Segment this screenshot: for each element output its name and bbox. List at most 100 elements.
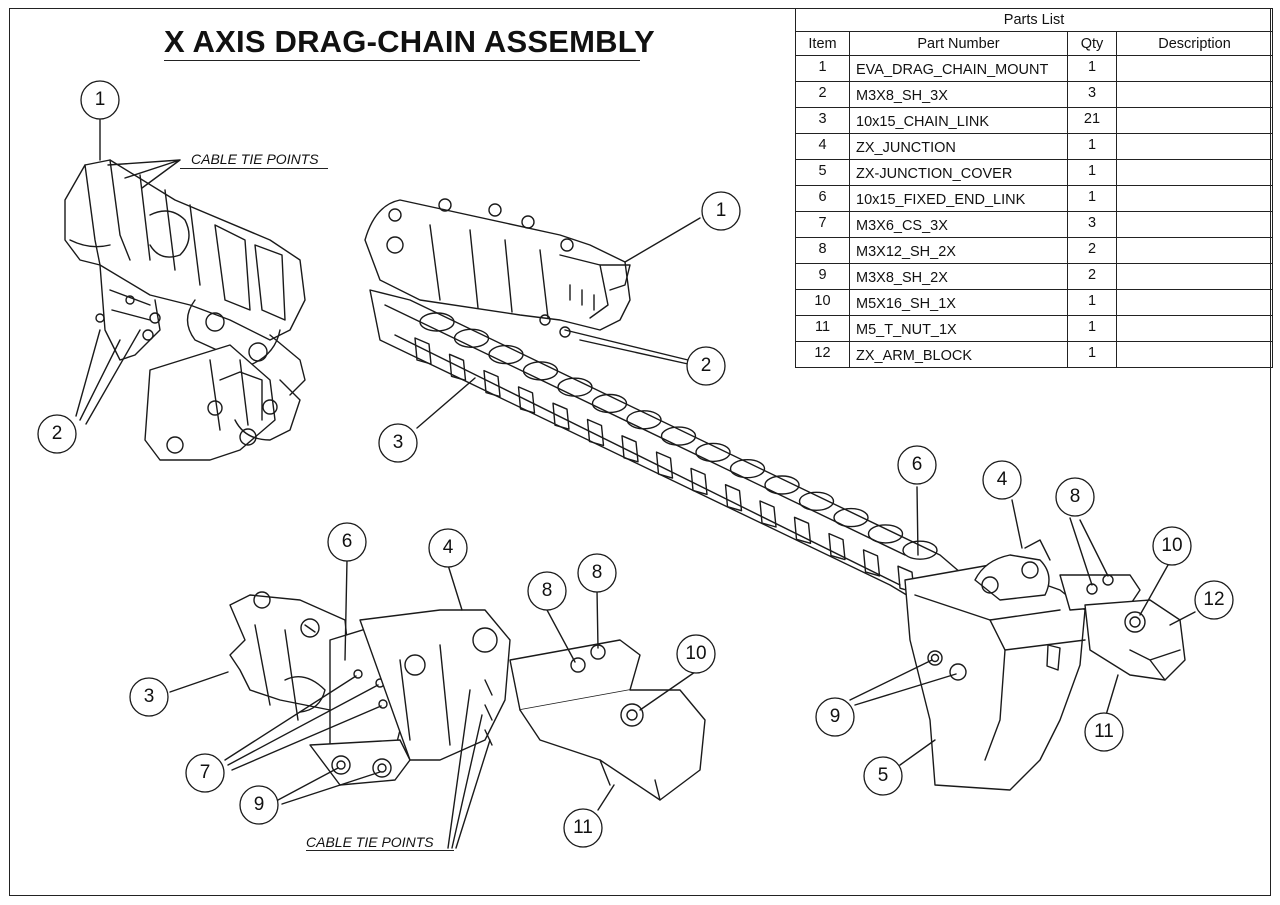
cell-qty: 1 (1067, 55, 1117, 82)
balloon-circle (80, 80, 120, 120)
chain-link-plate (522, 361, 559, 381)
balloon-label: 3 (392, 432, 404, 453)
balloon-circle (701, 191, 741, 231)
balloon-circle (676, 634, 716, 674)
chain-link-plate (453, 328, 490, 348)
cell-description (1116, 81, 1273, 108)
balloon-label: 10 (1161, 535, 1183, 556)
cell-qty: 2 (1067, 237, 1117, 264)
chain-link-plate (660, 426, 697, 446)
balloon-label: 7 (199, 762, 211, 783)
cell-description (1116, 55, 1273, 82)
chain-link-window (724, 484, 743, 512)
cable-tie-note-top: CABLE TIE POINTS (191, 151, 319, 167)
balloon-label: 8 (591, 562, 603, 583)
balloon-label: 2 (51, 423, 63, 444)
chain-link-window (690, 467, 708, 496)
chain-link-window (862, 549, 881, 577)
chain-link-window (448, 353, 467, 381)
column-header-item: Item (795, 31, 850, 56)
cell-qty: 1 (1067, 341, 1117, 368)
cell-part-number: M3X12_SH_2X (849, 237, 1068, 264)
cell-part-number: M5X16_SH_1X (849, 289, 1068, 316)
cable-tie-note-bottom: CABLE TIE POINTS (306, 834, 434, 850)
cell-item: 2 (795, 81, 850, 108)
junction-arm-view (849, 486, 1196, 791)
cell-qty: 1 (1067, 289, 1117, 316)
chain-link-plate (729, 459, 766, 479)
cell-part-number: ZX_ARM_BLOCK (849, 341, 1068, 368)
title-underline (164, 60, 640, 61)
cell-qty: 1 (1067, 185, 1117, 212)
balloon-circle (563, 808, 603, 848)
cell-qty: 1 (1067, 133, 1117, 160)
drawing-title: X AXIS DRAG-CHAIN ASSEMBLY (164, 24, 655, 59)
drawing-border (9, 8, 1271, 896)
balloon-label: 1 (715, 200, 727, 221)
cable-tie-note-bottom-rule (306, 850, 454, 851)
chain-link-plate (867, 524, 904, 544)
cell-part-number: 10x15_CHAIN_LINK (849, 107, 1068, 134)
parts-list-table: Parts List Item Part Number Qty Descript… (795, 8, 1273, 368)
chain-link-window (552, 402, 570, 430)
cell-qty: 3 (1067, 81, 1117, 108)
balloon-circle (863, 756, 903, 796)
balloon-label: 9 (829, 706, 841, 727)
balloon-circle (327, 522, 367, 562)
cell-item: 5 (795, 159, 850, 186)
cell-item: 11 (795, 315, 850, 342)
cell-description (1116, 107, 1273, 134)
parts-list-caption: Parts List (795, 8, 1273, 32)
cell-description (1116, 159, 1273, 186)
chain-link-plate (902, 540, 938, 560)
balloon-label: 11 (573, 817, 593, 838)
cell-item: 9 (795, 263, 850, 290)
chain-link-window (483, 369, 501, 398)
balloon-label: 11 (1094, 721, 1114, 742)
cell-item: 12 (795, 341, 850, 368)
balloon-label: 4 (996, 469, 1008, 490)
chain-link-window (655, 451, 674, 479)
cell-part-number: ZX_JUNCTION (849, 133, 1068, 160)
chain-link-window (793, 516, 812, 544)
chain-assembly-view (364, 198, 976, 611)
cell-item: 1 (795, 55, 850, 82)
column-header-qty: Qty (1067, 31, 1117, 56)
balloon-circle (815, 697, 855, 737)
cell-description (1116, 185, 1273, 212)
balloon-circle (185, 753, 225, 793)
balloon-circle (1055, 477, 1095, 517)
balloon-circle (1152, 526, 1192, 566)
balloon-label: 3 (143, 686, 155, 707)
balloon-label: 9 (253, 794, 265, 815)
balloon-circle (982, 460, 1022, 500)
chain-link-window (517, 386, 536, 414)
balloon-label: 6 (911, 454, 923, 475)
cell-part-number: 10x15_FIXED_END_LINK (849, 185, 1068, 212)
cell-part-number: EVA_DRAG_CHAIN_MOUNT (849, 55, 1068, 82)
cell-qty: 1 (1067, 159, 1117, 186)
cell-description (1116, 341, 1273, 368)
cable-tie-note-top-rule (180, 168, 328, 169)
balloon-label: 6 (341, 531, 353, 552)
cell-description (1116, 315, 1273, 342)
chain-link-plate (557, 377, 593, 397)
cell-part-number: M3X6_CS_3X (849, 211, 1068, 238)
chain-link-plate (833, 507, 869, 528)
balloon-circle (129, 677, 169, 717)
chain-link-plate (419, 312, 455, 332)
chain-link-window (586, 418, 605, 447)
chain-link-window (759, 500, 777, 528)
balloon-circle (428, 528, 468, 568)
balloon-label: 2 (700, 355, 712, 376)
cell-description (1116, 211, 1273, 238)
balloon-label: 4 (442, 537, 454, 558)
chain-link-window (828, 532, 846, 561)
balloon-label: 5 (877, 765, 889, 786)
column-header-description: Description (1116, 31, 1273, 56)
